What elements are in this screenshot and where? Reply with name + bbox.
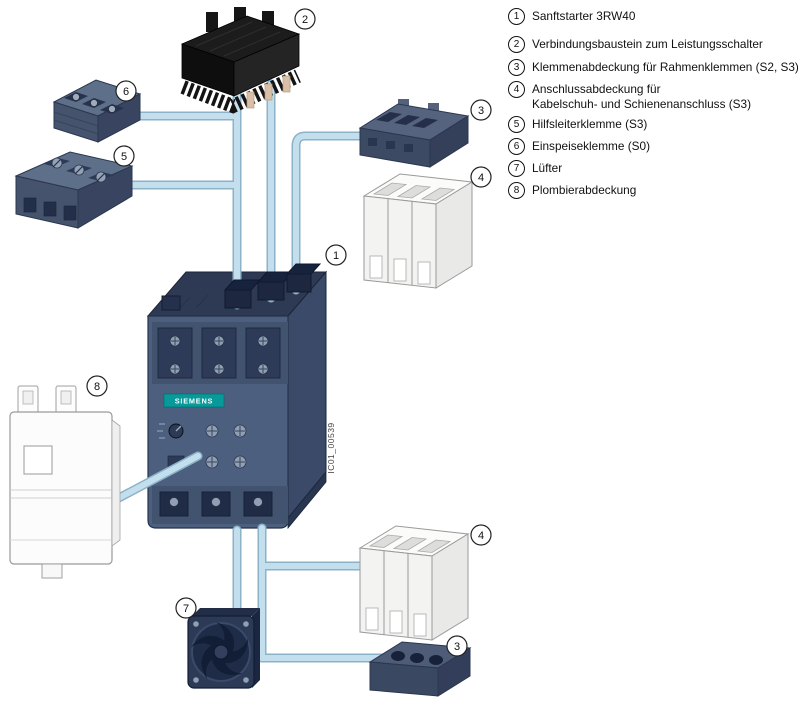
- legend-item-4: 4 Anschlussabdeckung für Kabelschuh- und…: [508, 81, 751, 112]
- callout-number: 6: [123, 86, 129, 98]
- callout-circle: [113, 145, 135, 167]
- aux-terminal: [14, 151, 134, 229]
- callout-4-top: 4: [470, 166, 492, 188]
- callout-6: 6: [115, 80, 137, 102]
- fan: [187, 608, 260, 689]
- legend-number-badge: 7: [508, 160, 525, 177]
- callout-circle: [470, 166, 492, 188]
- callout-7: 7: [175, 597, 197, 619]
- adjustment-dial: [168, 423, 184, 439]
- legend-number-badge: 6: [508, 138, 525, 155]
- terminal-cover-top: [358, 99, 470, 168]
- callout-circle: [470, 99, 492, 121]
- callout-number: 1: [333, 250, 339, 262]
- callout-2: 2: [294, 8, 316, 30]
- connector-pins: [246, 75, 291, 109]
- callout-circle: [446, 635, 468, 657]
- legend-number-badge: 4: [508, 81, 525, 98]
- callout-number: 3: [454, 641, 460, 653]
- legend-item-5: 5 Hilfsleiterklemme (S3): [508, 116, 647, 133]
- legend-number-badge: 1: [508, 8, 525, 25]
- legend-label-line2: Kabelschuh- und Schienenanschluss (S3): [532, 97, 752, 111]
- callout-number: 4: [478, 530, 484, 542]
- connector-teeth: [180, 69, 301, 114]
- callout-circle: [325, 244, 347, 266]
- connection-cover-top: [363, 173, 473, 289]
- callout-3-top: 3: [470, 99, 492, 121]
- callout-number: 4: [478, 172, 484, 184]
- legend-label: Klemmenabdeckung für Rahmenklemmen (S2, …: [532, 60, 799, 74]
- legend-label: Hilfsleiterklemme (S3): [532, 117, 648, 131]
- brand-label: SIEMENS: [175, 397, 213, 406]
- sealing-cover: [9, 385, 121, 579]
- starter-top-clamps: [161, 263, 322, 311]
- callout-number: 7: [183, 603, 189, 615]
- legend-label: Lüfter: [532, 161, 563, 175]
- legend-item-6: 6 Einspeiseklemme (S0): [508, 138, 650, 155]
- callout-3-bottom: 3: [446, 635, 468, 657]
- fan-screws: [193, 621, 249, 683]
- legend-label: Einspeiseklemme (S0): [532, 139, 651, 153]
- callouts: 2 6 3 5 4 1 8: [86, 8, 492, 657]
- brand-plate: [163, 393, 225, 408]
- callout-number: 2: [302, 14, 308, 26]
- legend-item-3: 3 Klemmenabdeckung für Rahmenklemmen (S2…: [508, 59, 799, 76]
- callout-circle: [175, 597, 197, 619]
- legend-label: Plombierabdeckung: [532, 183, 637, 197]
- callout-4-bottom: 4: [470, 524, 492, 546]
- legend-number-badge: 5: [508, 116, 525, 133]
- soft-starter: SIEMENS: [146, 270, 336, 530]
- terminal-cover-bottom: [368, 641, 472, 697]
- figure-code: IC01_00539: [326, 422, 336, 473]
- connection-cover-bottom: [359, 525, 469, 641]
- legend-item-1: 1 Sanftstarter 3RW40: [508, 8, 635, 25]
- connector-block: [180, 7, 301, 114]
- callout-circle: [86, 375, 108, 397]
- legend-label: Verbindungsbaustein zum Leistungsschalte…: [532, 37, 763, 51]
- legend-label: Anschlussabdeckung für Kabelschuh- und S…: [532, 81, 751, 112]
- callout-5: 5: [113, 145, 135, 167]
- terminal-screws: [169, 335, 269, 375]
- callout-8: 8: [86, 375, 108, 397]
- legend-number-badge: 3: [508, 59, 525, 76]
- legend-item-2: 2 Verbindungsbaustein zum Leistungsschal…: [508, 36, 763, 53]
- legend-item-7: 7 Lüfter: [508, 160, 562, 177]
- callout-circle: [115, 80, 137, 102]
- callout-circle: [294, 8, 316, 30]
- legend-number-badge: 2: [508, 36, 525, 53]
- callout-number: 3: [478, 105, 484, 117]
- legend-item-8: 8 Plombierabdeckung: [508, 182, 636, 199]
- legend-number-badge: 8: [508, 182, 525, 199]
- callout-number: 8: [94, 381, 100, 393]
- callout-circle: [470, 524, 492, 546]
- callout-1: 1: [325, 244, 347, 266]
- legend-label: Sanftstarter 3RW40: [532, 9, 636, 23]
- legend-label-line1: Anschlussabdeckung für: [532, 82, 661, 96]
- callout-number: 5: [121, 151, 127, 163]
